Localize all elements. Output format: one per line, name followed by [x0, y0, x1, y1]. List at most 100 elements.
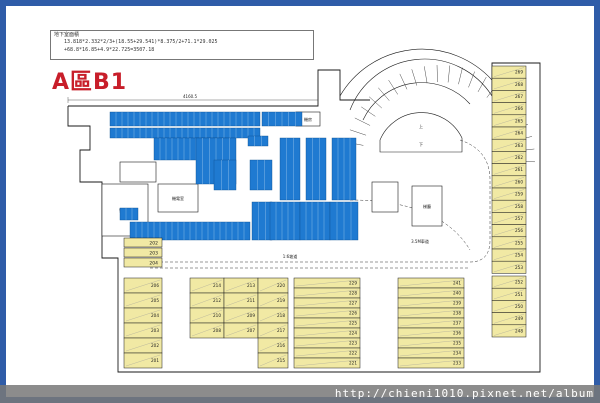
right-block-space-number: 220: [277, 283, 285, 288]
left-block-space: 205: [123, 292, 163, 309]
left-block-space: 202: [123, 337, 163, 354]
area-info-heading: 地下室面積: [54, 32, 80, 38]
spiral-ramp: [339, 48, 493, 153]
row-b-space: 234: [397, 347, 465, 359]
building-outline: [67, 62, 541, 373]
right-block-space-number: 218: [277, 313, 285, 318]
right-block-space: 220: [257, 277, 289, 294]
right-block-space-number: 219: [277, 298, 285, 303]
right-column-space: 268: [491, 77, 527, 91]
spiral-ramp-tick: [468, 71, 475, 88]
right-block-space: 218: [257, 307, 289, 324]
row-b-space-number: 235: [453, 341, 461, 346]
car-spaces: 2692682672662652642632622612602592582572…: [123, 65, 527, 369]
right-column-space: 258: [491, 199, 527, 213]
spiral-ramp-tick: [388, 80, 398, 95]
middle-block-space: 208: [189, 322, 225, 339]
spiral-ramp-tick: [361, 106, 376, 117]
motorcycle-zones: [109, 111, 359, 241]
right-block-space: 216: [257, 337, 289, 354]
motorcycle-zone: [331, 137, 357, 201]
area-formula-line-2: +68.8*16.85+4.9*22.725=3507.18: [64, 47, 155, 53]
right-block-space-number: 217: [277, 328, 285, 333]
spiral-label-up: 上: [419, 123, 423, 129]
right-column-space: 253: [491, 260, 527, 274]
right-column-space: 259: [491, 187, 527, 201]
spiral-ramp-tick: [349, 129, 367, 136]
right-block-space-number: 215: [277, 358, 285, 363]
right-block-space: 217: [257, 322, 289, 339]
middle-block-space-number: 211: [247, 298, 255, 303]
motorcycle-zone: [269, 201, 301, 241]
right-column-space: 267: [491, 90, 527, 103]
motorcycle-zone: [119, 207, 139, 221]
row-b-space: 235: [397, 337, 465, 349]
right-block-space: 219: [257, 292, 289, 309]
right-column-space: 260: [491, 175, 527, 189]
motorcycle-zone: [109, 127, 261, 139]
right-column-space-number: 262: [515, 155, 523, 160]
right-column-space-number: 265: [515, 118, 523, 123]
row-b-space-number: 236: [453, 331, 461, 336]
top-dimension: [67, 97, 319, 103]
row-a-space: 223: [293, 337, 361, 349]
row-a-space: 222: [293, 347, 361, 359]
spiral-ramp-tick: [411, 69, 418, 86]
motorcycle-zone: [299, 201, 331, 241]
right-column-space: 255: [491, 236, 527, 250]
right-column-space: 254: [491, 248, 527, 262]
row-b-space-number: 240: [453, 291, 461, 296]
row-b-space: 239: [397, 297, 465, 309]
motorcycle-zone: [329, 201, 359, 241]
spiral-ramp-tick: [369, 96, 382, 109]
right-column-space: 262: [491, 151, 527, 164]
row-b-space-number: 239: [453, 301, 461, 306]
right-block-space-number: 216: [277, 343, 285, 348]
motorcycle-zone: [247, 135, 269, 147]
row-b-space-number: 238: [453, 311, 461, 316]
small-space-tag: 203: [123, 247, 163, 258]
row-b-space: 241: [397, 277, 465, 289]
row-b-space-number: 234: [453, 351, 461, 356]
right-column-space-number: 253: [515, 265, 523, 270]
motorcycle-zone: [261, 111, 303, 127]
row-b-space: 238: [397, 307, 465, 319]
spiral-ramp-tick: [424, 66, 428, 84]
small-space-tag-number: 203: [149, 251, 158, 257]
right-column-lower-space: 252: [491, 275, 527, 289]
left-block-space-number: 206: [151, 283, 159, 288]
left-block-space-number: 205: [151, 298, 159, 303]
spiral-ramp-tick: [447, 65, 451, 83]
right-column-lower-space-number: 250: [515, 304, 523, 309]
right-column-space-number: 260: [515, 179, 523, 184]
aisle-width-label: 3.5M車道: [411, 238, 429, 244]
middle-block-space-number: 207: [247, 328, 255, 333]
small-space-tag: 202: [123, 237, 163, 248]
row-a-space-number: 226: [349, 311, 357, 316]
middle-block-space: 213: [223, 277, 259, 294]
area-formula-line-1: 13.818*2.332*2/3+(18.55+29.541)*8.375/2+…: [64, 39, 218, 45]
row-a-space-number: 227: [349, 301, 357, 306]
spiral-ramp-tick: [436, 65, 438, 83]
motorcycle-zone: [251, 201, 273, 241]
right-column-space-number: 263: [515, 143, 523, 148]
right-column-lower-space-number: 251: [515, 292, 523, 297]
right-column-space-number: 261: [515, 167, 523, 172]
left-block-space: 206: [123, 277, 163, 294]
left-block-space-number: 204: [151, 313, 159, 318]
row-a-space: 228: [293, 287, 361, 299]
middle-block-space: 210: [189, 307, 225, 324]
right-column-lower-space-number: 249: [515, 316, 523, 321]
row-a-space: 221: [293, 357, 361, 369]
middle-block-space-number: 209: [247, 313, 255, 318]
left-block-space-number: 201: [151, 358, 159, 363]
right-column-space: 265: [491, 114, 527, 128]
watermark-url: http://chieni1010.pixnet.net/album: [334, 387, 594, 400]
middle-block-space: 212: [189, 292, 225, 309]
row-a-space-number: 222: [349, 351, 357, 356]
middle-block-space-number: 214: [213, 283, 221, 288]
right-column-space: 261: [491, 163, 527, 177]
row-a-space-number: 228: [349, 291, 357, 296]
room-label-b: 機電室: [172, 195, 184, 201]
spiral-label-down: 下: [419, 142, 423, 147]
